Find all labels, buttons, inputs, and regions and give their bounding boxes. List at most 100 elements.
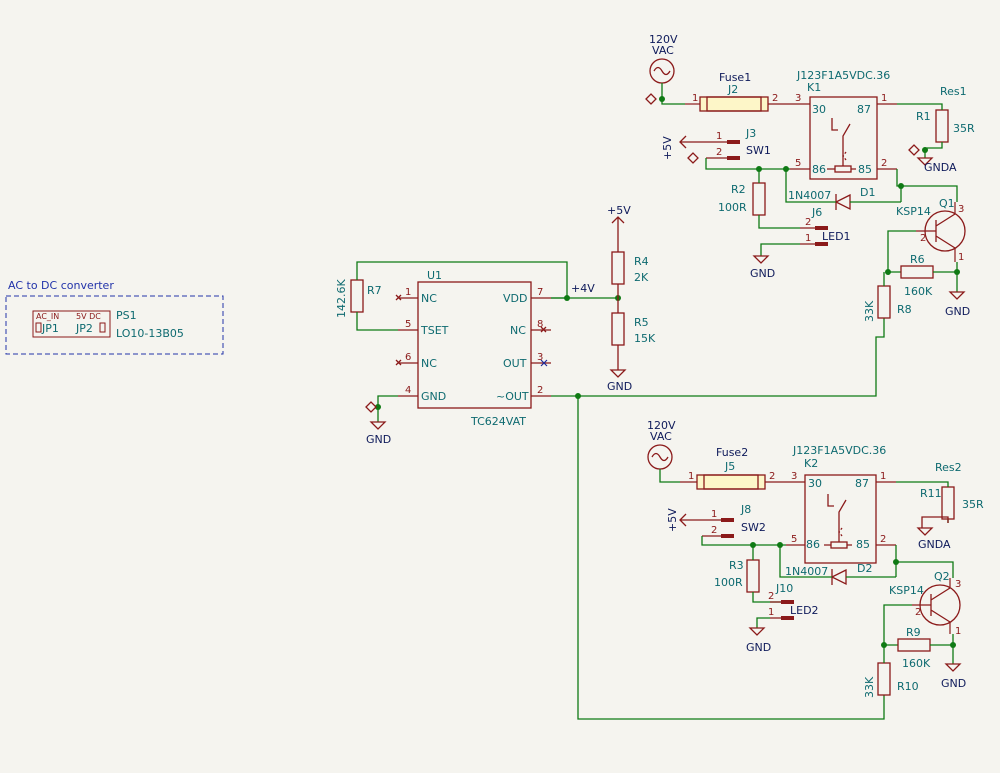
j10-led-connector: 2 1 J10 LED2: [768, 582, 819, 620]
q2-ref: Q2: [934, 570, 950, 583]
fuse2-pin1: 1: [688, 471, 694, 482]
gnda-label-1: GNDA: [924, 161, 957, 174]
k2-t30: 30: [808, 477, 822, 490]
k2-t86: 86: [806, 538, 820, 551]
r11-ref: R11: [920, 487, 942, 500]
gnd-symbol-q2: [944, 663, 962, 672]
r10-value: 33K: [863, 676, 876, 698]
jp2-symbol: [99, 322, 106, 333]
u1-plus5v-label: +5V: [607, 204, 631, 217]
r4-ref: R4: [634, 255, 649, 268]
q1-pin1: 1: [958, 252, 964, 263]
r5-value: 15K: [634, 332, 656, 345]
fuse1-pin1: 1: [692, 93, 698, 104]
j10-pin1: 1: [768, 607, 774, 618]
gnda-label-2: GNDA: [918, 538, 951, 551]
r3-ref: R3: [729, 559, 744, 572]
gnd-label-led1: GND: [750, 267, 775, 280]
r4-resistor: R4 2K: [611, 251, 649, 285]
r1-ref: R1: [916, 110, 931, 123]
u1-pin5-name: TSET: [420, 324, 449, 337]
fuse1-label: Fuse1: [719, 71, 751, 84]
r1-value: 35R: [953, 122, 975, 135]
u1-pin4-name: GND: [421, 390, 446, 403]
d2-diode: 1N4007 D2: [785, 562, 872, 586]
d2-part: 1N4007: [785, 565, 828, 578]
ps1-ref: PS1: [116, 309, 137, 322]
r3-resistor: R3 100R: [714, 559, 760, 593]
q2-pin3: 3: [955, 579, 961, 590]
k2-t87: 87: [855, 477, 869, 490]
pwr-flag-gnda1: [908, 144, 920, 156]
gnd-symbol-r5: [609, 369, 627, 378]
gnd-label-r5: GND: [607, 380, 632, 393]
j6-pin2: 2: [805, 217, 811, 228]
r7-resistor: R7 142.6K: [335, 279, 382, 318]
r2-resistor: R2 100R: [718, 182, 766, 216]
r5-ref: R5: [634, 316, 649, 329]
u1-chip: U1 TC624VAT 1 5 6 4 7 8 3 2 NC TSET NC G…: [395, 269, 551, 428]
r9-resistor: R9 160K: [897, 626, 931, 670]
gnd-symbol-q1: [948, 291, 966, 300]
r11-resistor: R11 Res2 35R: [920, 461, 984, 520]
k2-pin1: 1: [880, 471, 886, 482]
j6-led-connector: 2 1 J6 LED1: [800, 206, 851, 246]
j3-pin2: 2: [716, 147, 722, 158]
j8-switch-connector: 1 2 J8 SW2: [702, 503, 766, 538]
r6-value: 160K: [904, 285, 933, 298]
r7-value: 142.6K: [335, 279, 348, 318]
r6-ref: R6: [910, 253, 925, 266]
converter-dashed-frame: [5, 295, 224, 355]
ac1-type: VAC: [652, 44, 674, 57]
ps1-body: [32, 310, 111, 338]
u1-ref: U1: [427, 269, 442, 282]
k1-t86: 86: [812, 163, 826, 176]
k1-pin5: 5: [795, 158, 801, 169]
pwr-flag-sw1: [687, 152, 699, 164]
d1-diode: 1N4007 D1: [788, 186, 875, 211]
plus5v-arrow-ch2: [679, 513, 702, 527]
gnd-label-led2: GND: [746, 641, 771, 654]
ac-source-1: 120V VAC: [649, 33, 678, 84]
pwr-flag-u1: [365, 401, 377, 413]
r4-value: 2K: [634, 271, 649, 284]
j8-pin1: 1: [711, 509, 717, 520]
r8-value: 33K: [863, 300, 876, 322]
u1-pin4-num: 4: [405, 385, 411, 396]
sw2-label: SW2: [741, 521, 766, 534]
gnd-symbol-led2: [748, 627, 766, 636]
r8-resistor: R8 33K: [863, 285, 912, 322]
k2-relay: J123F1A5VDC.36 K2 3 1 5 2 30 87 86 85: [786, 444, 896, 564]
u1-pin2-num: 2: [537, 385, 543, 396]
q1-ref: Q1: [939, 197, 955, 210]
k2-pin3: 3: [791, 471, 797, 482]
q2-pin1: 1: [955, 626, 961, 637]
fuse2: 1 2 Fuse2 J5: [680, 446, 786, 490]
u1-pin8-name: NC: [510, 324, 526, 337]
u1-value: TC624VAT: [470, 415, 526, 428]
u1-pin8-num: 8: [537, 319, 543, 330]
ac2-voltage: 120V: [647, 419, 676, 432]
j6-ref: J6: [811, 206, 822, 219]
k2-ref: K2: [804, 457, 818, 470]
k2-pin2: 2: [880, 534, 886, 545]
r5-resistor: R5 15K: [611, 312, 656, 346]
r9-value: 160K: [902, 657, 931, 670]
k2-t85: 85: [856, 538, 870, 551]
r1-resistor: R1 Res1 35R: [916, 85, 975, 143]
k1-t30: 30: [812, 103, 826, 116]
k2-pin5: 5: [791, 534, 797, 545]
fuse1-pin2: 2: [772, 93, 778, 104]
r8-ref: R8: [897, 303, 912, 316]
q1-transistor: Q1 KSP14 2 3 1: [896, 197, 966, 263]
gnd-label-q2: GND: [941, 677, 966, 690]
d2-ref: D2: [857, 562, 872, 575]
u1-pin1-num: 1: [405, 287, 411, 298]
converter-title: AC to DC converter: [8, 279, 114, 292]
led1-label: LED1: [822, 230, 851, 243]
j3-pin1: 1: [716, 131, 722, 142]
plus5v-label-ch1: +5V: [661, 136, 674, 160]
r10-resistor: R10 33K: [863, 662, 919, 698]
